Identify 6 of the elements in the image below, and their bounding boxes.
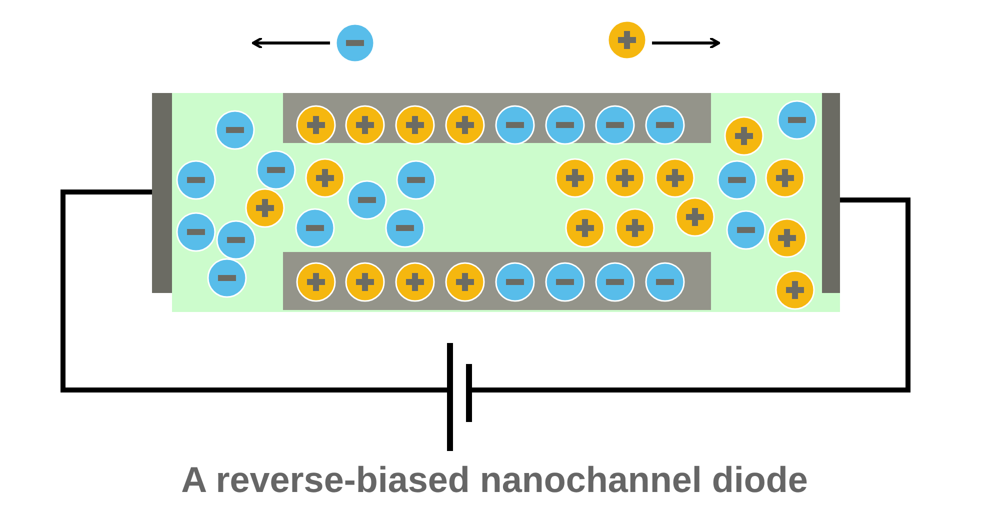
- circuit-wire: [60, 190, 447, 392]
- caption: A reverse-biased nanochannel diode: [180, 462, 809, 498]
- electrode: [822, 93, 840, 293]
- battery-symbol: [447, 343, 472, 451]
- circuit-wire: [472, 198, 910, 392]
- electrode: [152, 93, 172, 293]
